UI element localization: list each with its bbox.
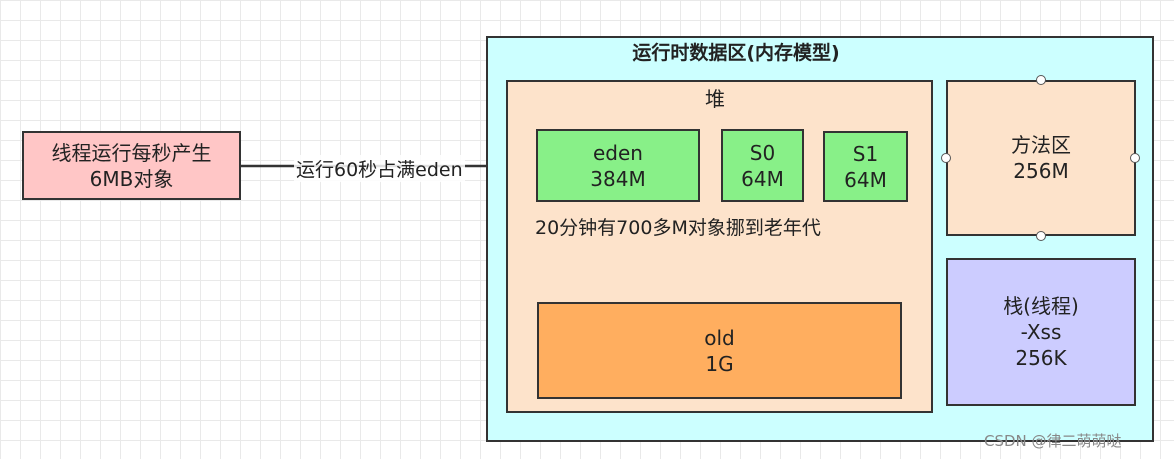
s1-name: S1 — [852, 141, 879, 166]
eden-box[interactable]: eden 384M — [536, 129, 700, 202]
s1-box[interactable]: S1 64M — [823, 131, 908, 202]
connection-handle-bottom[interactable] — [1036, 231, 1046, 241]
thread-box-line2: 6MB对象 — [89, 166, 174, 191]
s1-size: 64M — [844, 167, 887, 192]
old-size: 1G — [705, 351, 734, 376]
runtime-area-title: 运行时数据区(内存模型) — [632, 42, 840, 64]
stack-name: 栈(线程) — [1003, 294, 1079, 318]
stack-box[interactable]: 栈(线程) -Xss 256K — [946, 258, 1136, 406]
connection-handle-right[interactable] — [1130, 153, 1140, 163]
thread-box-line1: 线程运行每秒产生 — [51, 140, 212, 165]
s0-size: 64M — [741, 166, 784, 191]
connection-handle-left[interactable] — [941, 153, 951, 163]
connector-label: 运行60秒占满eden — [294, 155, 465, 182]
method-area-box[interactable]: 方法区 256M — [946, 80, 1136, 236]
stack-size: 256K — [1015, 346, 1067, 370]
method-area-name: 方法区 — [1011, 133, 1071, 157]
heap-title: 堆 — [705, 87, 725, 111]
eden-name: eden — [593, 140, 643, 165]
stack-param: -Xss — [1020, 320, 1062, 344]
thread-producer-box[interactable]: 线程运行每秒产生 6MB对象 — [22, 131, 241, 200]
connection-handle-top[interactable] — [1036, 75, 1046, 85]
method-area-size: 256M — [1013, 159, 1069, 183]
old-gen-box[interactable]: old 1G — [537, 302, 902, 399]
eden-size: 384M — [590, 166, 646, 191]
s0-box[interactable]: S0 64M — [721, 129, 804, 202]
watermark: CSDN @律二萌萌哒 — [984, 432, 1122, 450]
old-name: old — [704, 325, 735, 350]
promotion-label: 20分钟有700多M对象挪到老年代 — [535, 217, 821, 239]
s0-name: S0 — [749, 140, 776, 165]
